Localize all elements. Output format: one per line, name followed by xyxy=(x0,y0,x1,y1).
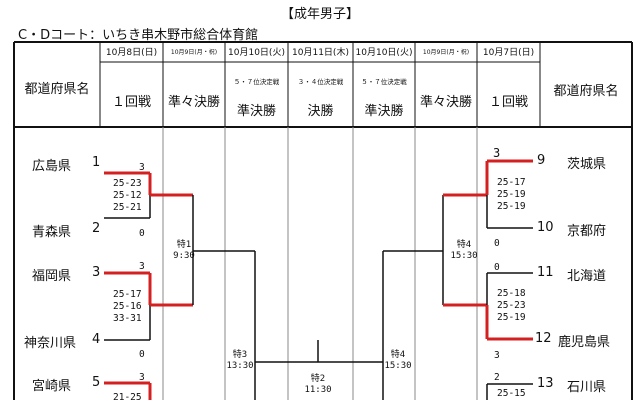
team-seed: 10 xyxy=(537,220,554,235)
match-score: 3 xyxy=(139,261,145,272)
team-name: 茨城県 xyxy=(567,157,607,172)
team-seed: 3 xyxy=(92,265,101,280)
court-venue: C・Dコート：いちき串木野市総合体育館 xyxy=(18,28,259,43)
date-col-7: 10月7日(日) xyxy=(482,48,535,58)
team-seed: 1 xyxy=(92,155,101,170)
team-seed: 12 xyxy=(535,331,552,346)
team-seed: 11 xyxy=(537,265,554,280)
header-round1-right: １回戦 xyxy=(488,95,528,110)
date-col-3: 10月10日(火) xyxy=(228,48,285,58)
match-score: 3 xyxy=(139,162,145,173)
team-seed: 9 xyxy=(537,153,546,168)
match-score: 3 xyxy=(494,350,500,361)
team-name: 広島県 xyxy=(32,159,72,174)
header-final: 決勝 xyxy=(307,104,334,119)
match-score: 0 xyxy=(494,262,500,273)
header-prefecture-left: 都道府県名 xyxy=(24,82,90,97)
header-sub-4: ３・４位決定戦 xyxy=(297,78,344,86)
match-score: 0 xyxy=(139,228,145,239)
header-sub-3: ５・７位決定戦 xyxy=(233,78,280,86)
date-col-4: 10月11日(木) xyxy=(292,48,349,58)
date-col-6: 10月9日(月・祝) xyxy=(422,49,470,56)
set-scores: 21-25 xyxy=(113,392,142,403)
match-score: 2 xyxy=(494,372,500,383)
team-seed: 2 xyxy=(92,221,101,236)
team-name: 鹿児島県 xyxy=(558,335,611,350)
team-seed: 13 xyxy=(537,376,554,391)
team-name: 青森県 xyxy=(32,225,72,240)
team-seed: 5 xyxy=(92,375,101,390)
team-name: 神奈川県 xyxy=(24,336,77,351)
header-sub-5: ５・７位決定戦 xyxy=(361,78,407,86)
date-col-5: 10月10日(火) xyxy=(355,48,413,58)
header-sf-right: 準決勝 xyxy=(364,104,404,119)
team-name: 福岡県 xyxy=(32,269,72,284)
page-title: 【成年男子】 xyxy=(280,7,359,22)
team-name: 京都府 xyxy=(567,224,607,239)
team-name: 宮崎県 xyxy=(32,379,72,394)
team-name: 北海道 xyxy=(567,269,607,284)
team-seed: 4 xyxy=(92,332,101,347)
match-score: 0 xyxy=(139,349,145,360)
header-round1-left: １回戦 xyxy=(111,95,151,110)
date-col-2: 10月9日(月・祝) xyxy=(170,49,218,56)
match-score: 3 xyxy=(493,146,501,160)
header-sf-left: 準決勝 xyxy=(236,104,276,119)
header-qf-right: 準々決勝 xyxy=(419,95,472,110)
team-name: 石川県 xyxy=(567,380,607,395)
header-prefecture-right: 都道府県名 xyxy=(553,84,619,99)
date-col-1: 10月8日(日) xyxy=(105,48,158,58)
match-score: 3 xyxy=(139,372,145,383)
set-scores: 25-15 xyxy=(497,388,526,399)
header-qf-left: 準々決勝 xyxy=(167,95,220,110)
match-score: 0 xyxy=(494,238,500,249)
